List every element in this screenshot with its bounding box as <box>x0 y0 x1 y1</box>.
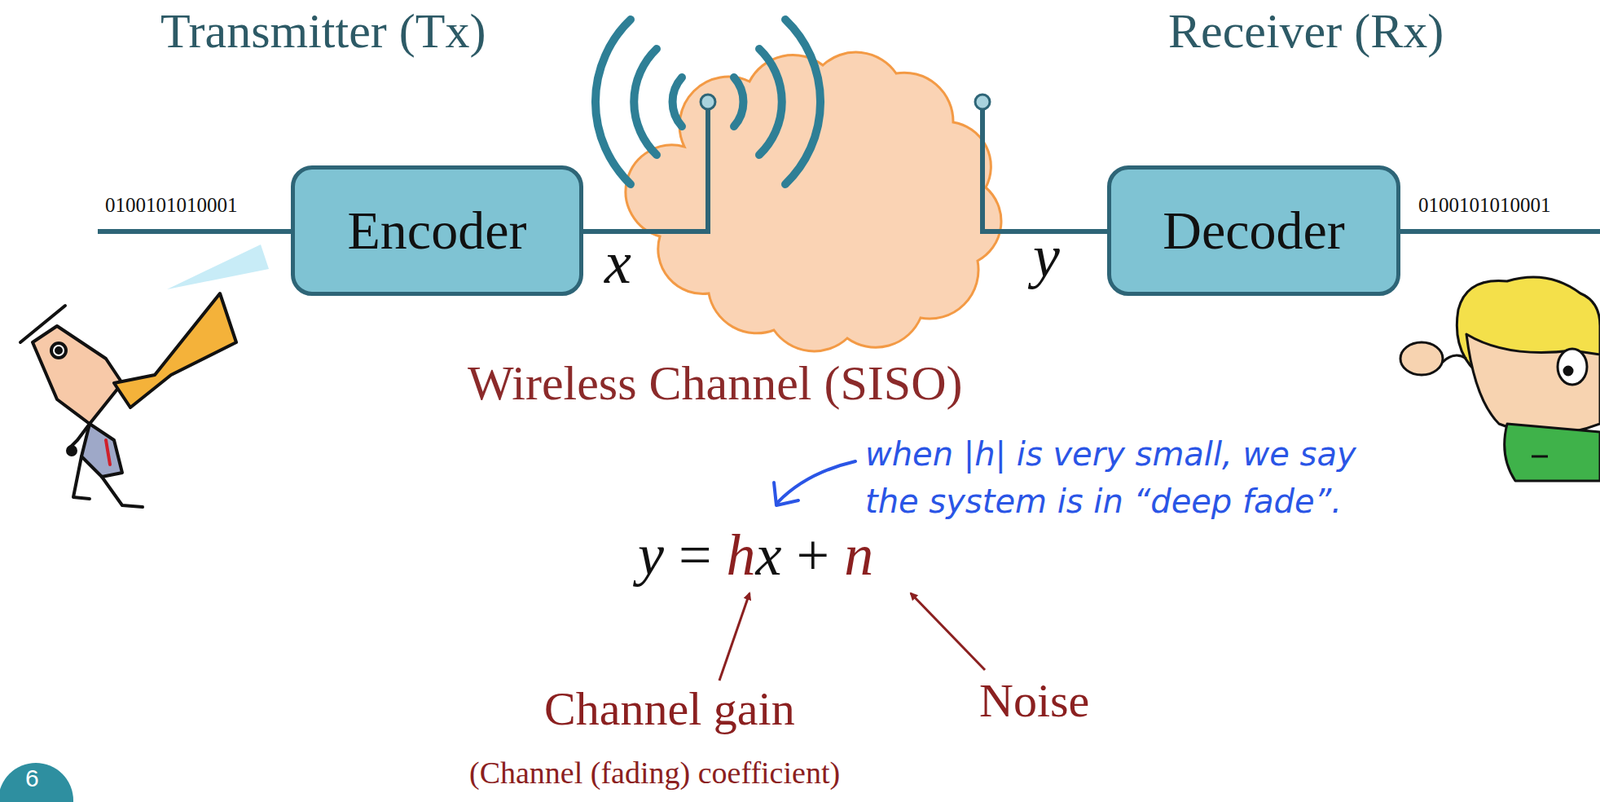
equation-symbol: x <box>756 521 783 590</box>
noise-arrow <box>910 593 985 670</box>
section-title: Transmitter (Tx) <box>160 3 486 60</box>
annotation: Channel gain <box>544 681 796 736</box>
listener-cartoon <box>1400 276 1600 481</box>
handwritten-note: when |h| is very small, we say the syste… <box>865 430 1403 525</box>
note-arrowhead <box>773 482 799 506</box>
equation-symbol: = <box>678 521 713 590</box>
signal-name: y <box>1032 221 1060 291</box>
channel-label: Wireless Channel (SISO) <box>467 355 963 412</box>
antenna-tip <box>700 94 716 110</box>
page-number: 6 <box>25 764 40 792</box>
speaker-cartoon <box>20 244 269 507</box>
annotation: Noise <box>979 672 1090 728</box>
process-box: Encoder <box>290 165 584 296</box>
box-label: Encoder <box>347 199 528 262</box>
equation: y=hx+n <box>637 521 874 590</box>
section-title: Receiver (Rx) <box>1168 3 1444 60</box>
process-box: Decoder <box>1107 165 1401 296</box>
radio-waves <box>595 19 821 185</box>
output-wire <box>1397 228 1600 234</box>
note-arrow <box>778 461 856 502</box>
signal-name: x <box>604 228 632 298</box>
equation-symbol: n <box>843 521 874 590</box>
bit-string: 0100101010001 <box>1418 193 1552 217</box>
annotation: (Channel (fading) coefficient) <box>469 754 840 791</box>
rx-antenna <box>982 108 1110 232</box>
channel-cloud <box>625 52 1002 352</box>
bit-string: 0100101010001 <box>105 193 238 217</box>
equation-symbol: h <box>726 521 757 590</box>
equation-symbol: y <box>637 521 664 590</box>
antenna-tip <box>975 94 990 110</box>
page-badge <box>0 762 74 802</box>
box-label: Decoder <box>1162 199 1346 262</box>
input-wire <box>97 228 294 234</box>
equation-symbol: + <box>796 521 831 590</box>
gain-arrow <box>719 593 750 681</box>
